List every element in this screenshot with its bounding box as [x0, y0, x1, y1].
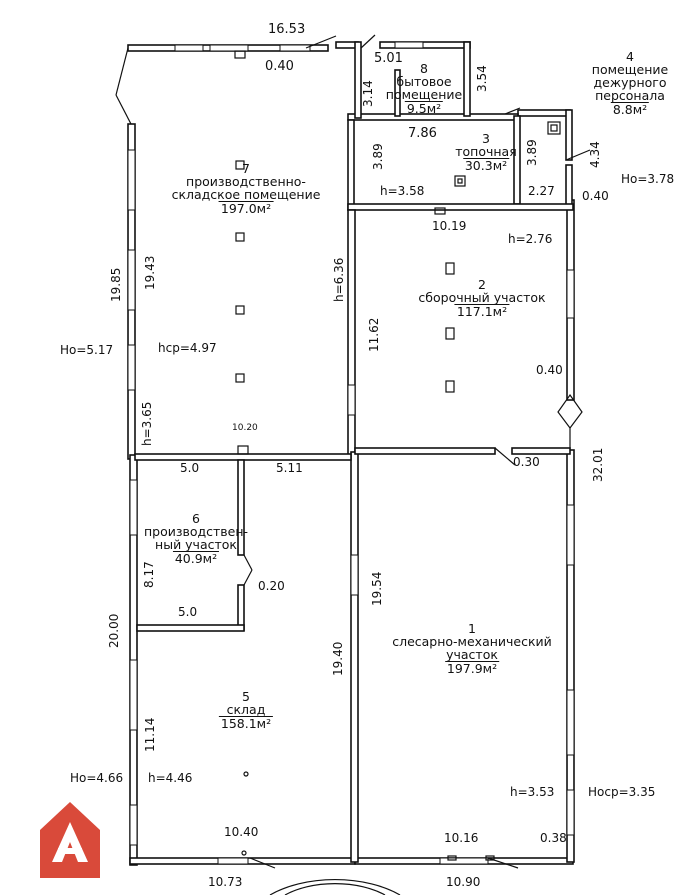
dim-r3-h: h=3.58 [380, 184, 425, 198]
room-area: 197.9м² [444, 661, 500, 676]
room-1-label: 1 слесарно-механический участок 197.9м² [392, 622, 552, 675]
room-name-line: персонала [595, 88, 665, 103]
dim-r3-left: 3.89 [371, 143, 385, 170]
room-4-label: 4 помещение дежурного персонала 8.8м² [592, 50, 668, 116]
dim-r7-h-left: h=3.65 [140, 401, 154, 446]
outer-walls [115, 34, 591, 895]
dim-r7-inner: 19.43 [143, 255, 157, 290]
dim-right-total: 32.01 [591, 447, 605, 482]
dim-r6-wall: 0.20 [258, 579, 285, 593]
dim-r2-height: 11.62 [367, 317, 381, 352]
room-name-line: дежурного [593, 75, 667, 90]
dim-r7-h-right: h=6.36 [332, 257, 346, 302]
room-number: 5 [242, 689, 250, 704]
room-area: 30.3м² [462, 158, 510, 173]
dim-r7-ho: Ho=5.17 [60, 343, 114, 357]
dim-r5-inner-bottom: 10.40 [224, 825, 259, 839]
room-number: 4 [626, 49, 634, 64]
room-number: 6 [192, 511, 200, 526]
room-name-line: топочная [455, 144, 517, 159]
room-name-line: склад [226, 702, 266, 717]
room-name-line: производствен- [143, 524, 249, 539]
dim-top-width: 16.53 [268, 22, 306, 37]
room-number: 3 [482, 131, 490, 146]
dim-r2-width: 10.19 [432, 219, 467, 233]
dim-r5-ho: Ho=4.66 [70, 771, 124, 785]
dim-r3-width: 7.86 [408, 126, 437, 141]
room-name-line: производственно- [186, 174, 306, 189]
room-area: 158.1м² [218, 716, 274, 731]
room-8-label: 8 бытовое помещение 9.5м² [386, 62, 462, 115]
room-name-line: помещение [591, 62, 669, 77]
dim-r6-bottom: 5.0 [178, 605, 198, 619]
dim-r3-right: 3.89 [525, 139, 539, 166]
dim-r4-width: 2.27 [528, 184, 555, 198]
room-number: 8 [420, 61, 428, 76]
dim-r6-top-left: 5.0 [180, 461, 200, 475]
dim-r6-top-right: 5.11 [276, 461, 303, 475]
dim-r5-right: 19.40 [331, 641, 345, 676]
room-name-line: бытовое [396, 74, 452, 89]
dim-r1-top-wall: 0.30 [513, 455, 540, 469]
room-number: 1 [468, 621, 476, 636]
dim-r4-wall: 0.40 [582, 189, 609, 203]
room-number: 7 [242, 161, 250, 176]
room-area: 8.8м² [610, 102, 650, 117]
dim-r5-height: 11.14 [143, 717, 157, 752]
dim-top-window: 0.40 [265, 59, 294, 74]
room-7-label: 7 производственно- складское помещение 1… [172, 162, 321, 215]
room-number: 2 [478, 277, 486, 292]
dim-r7-bottom: 10.20 [232, 423, 258, 433]
room-5-label: 5 склад 158.1м² [218, 689, 274, 731]
room-name-line: сборочный участок [418, 290, 546, 305]
room-name-line: ный участок [155, 537, 237, 552]
room-name-line: участок [446, 647, 498, 662]
dim-r8-width: 5.01 [374, 51, 403, 66]
house-logo-icon [40, 802, 100, 878]
room-name-line: помещение [385, 87, 463, 102]
dim-r1-height: 19.54 [370, 571, 384, 606]
dim-r1-h: h=3.53 [510, 785, 555, 799]
dim-r5-outer-bottom: 10.73 [208, 875, 243, 889]
dim-r1-corner: 0.38 [540, 831, 567, 845]
dim-left-total: 20.00 [107, 613, 121, 648]
room-area: 197.0м² [218, 201, 274, 216]
dim-r2-h: h=2.76 [508, 232, 553, 246]
dim-r1-outer-bottom: 10.90 [446, 875, 481, 889]
dim-ho-right-top: Ho=3.78 [621, 172, 675, 186]
dim-r8-left: 3.14 [361, 80, 375, 107]
dim-r4-side: 4.34 [588, 141, 602, 168]
dim-r6-height: 8.17 [142, 561, 156, 588]
room-2-label: 2 сборочный участок 117.1м² [418, 278, 545, 318]
dim-r7-outer: 19.85 [109, 267, 123, 302]
room-6-label: 6 производствен- ный участок 40.9м² [144, 512, 248, 565]
dim-r2-wall: 0.40 [536, 363, 563, 377]
room-name-line: слесарно-механический [392, 634, 552, 649]
dim-r1-inner-bottom: 10.16 [444, 831, 479, 845]
dim-r7-hcp: hср=4.97 [158, 341, 217, 355]
dim-r5-h: h=4.46 [148, 771, 193, 785]
room-area: 117.1м² [454, 304, 510, 319]
room-name-line: складское помещение [171, 187, 321, 202]
room-area: 40.9м² [172, 551, 220, 566]
room-area: 9.5м² [404, 101, 444, 116]
dim-r8-right: 3.54 [475, 65, 489, 92]
room-3-label: 3 топочная 30.3м² [455, 132, 517, 172]
dim-r1-hocp: Hocp=3.35 [588, 785, 656, 799]
